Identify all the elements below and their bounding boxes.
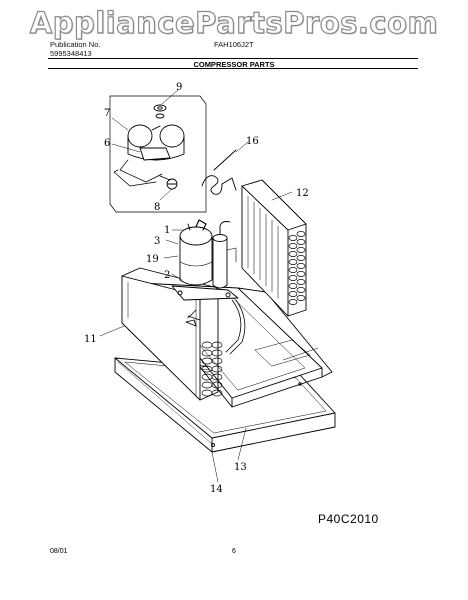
leader-lines (99, 89, 293, 483)
heater-wire (201, 149, 237, 195)
callout-16: 16 (246, 136, 259, 147)
callout-3: 3 (154, 236, 160, 247)
callout-19: 19 (146, 254, 159, 265)
condenser-coil (241, 179, 307, 317)
compressor (171, 219, 239, 301)
site-watermark: AppliancePartsPros.com (29, 5, 439, 40)
section-title: COMPRESSOR PARTS (193, 60, 275, 69)
callout-labels: 9 7 6 8 16 12 1 3 19 2 11 13 14 (84, 82, 309, 495)
model-number: FAH106J2T (214, 40, 254, 49)
diagram-code: P40C2010 (318, 512, 379, 526)
evaporator-coil (121, 267, 223, 401)
callout-2: 2 (164, 270, 170, 281)
callout-12: 12 (296, 188, 309, 199)
header-rule-bottom (48, 68, 418, 69)
refrigerant-tubing (187, 299, 246, 355)
footer-page-number: 6 (232, 548, 236, 555)
callout-6: 6 (104, 138, 110, 149)
callout-13: 13 (234, 462, 247, 473)
callout-7: 7 (104, 108, 110, 119)
callout-8: 8 (154, 202, 160, 213)
callout-11: 11 (84, 334, 97, 345)
callout-9: 9 (176, 82, 182, 93)
publication-label: Publication No. (50, 40, 101, 49)
publication-number: 5995348413 (50, 49, 92, 58)
callout-1: 1 (164, 225, 170, 236)
footer-date: 08/01 (50, 548, 68, 555)
terminal-cover-detail (109, 95, 207, 213)
header-rule-top (48, 58, 418, 59)
callout-14: 14 (210, 484, 223, 495)
